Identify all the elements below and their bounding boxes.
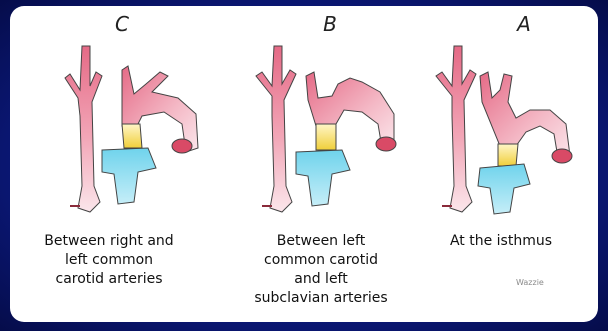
- descending-aorta-end: [552, 149, 572, 163]
- watermark: Wazzie: [516, 278, 544, 287]
- caption-c: Between right and left common carotid ar…: [24, 232, 194, 289]
- caption-line: and left: [236, 270, 406, 289]
- pulmonary-trunk: [478, 164, 530, 214]
- aortic-arch: [480, 72, 570, 158]
- diagram-card: C B A: [10, 6, 598, 322]
- right-arterial-trunk: [436, 46, 476, 212]
- descending-aorta-end: [172, 139, 192, 153]
- caption-b: Between left common carotid and left sub…: [236, 232, 406, 308]
- caption-line: Between right and: [24, 232, 194, 251]
- caption-line: common carotid: [236, 251, 406, 270]
- ductus-arteriosus: [316, 124, 336, 150]
- right-arterial-trunk: [256, 46, 296, 212]
- caption-a: At the isthmus: [426, 232, 576, 251]
- caption-line: left common: [24, 251, 194, 270]
- ductus-arteriosus: [122, 124, 142, 148]
- panel-b-drawing: [256, 46, 396, 212]
- caption-line: subclavian arteries: [236, 289, 406, 308]
- right-arterial-trunk: [65, 46, 102, 212]
- panel-c-drawing: [65, 46, 198, 212]
- caption-line: carotid arteries: [24, 270, 194, 289]
- panel-a-drawing: [436, 46, 572, 214]
- pulmonary-trunk: [296, 150, 350, 206]
- caption-line: At the isthmus: [426, 232, 576, 251]
- caption-line: Between left: [236, 232, 406, 251]
- ductus-arteriosus: [498, 144, 518, 166]
- descending-aorta-end: [376, 137, 396, 151]
- pulmonary-trunk: [102, 148, 156, 204]
